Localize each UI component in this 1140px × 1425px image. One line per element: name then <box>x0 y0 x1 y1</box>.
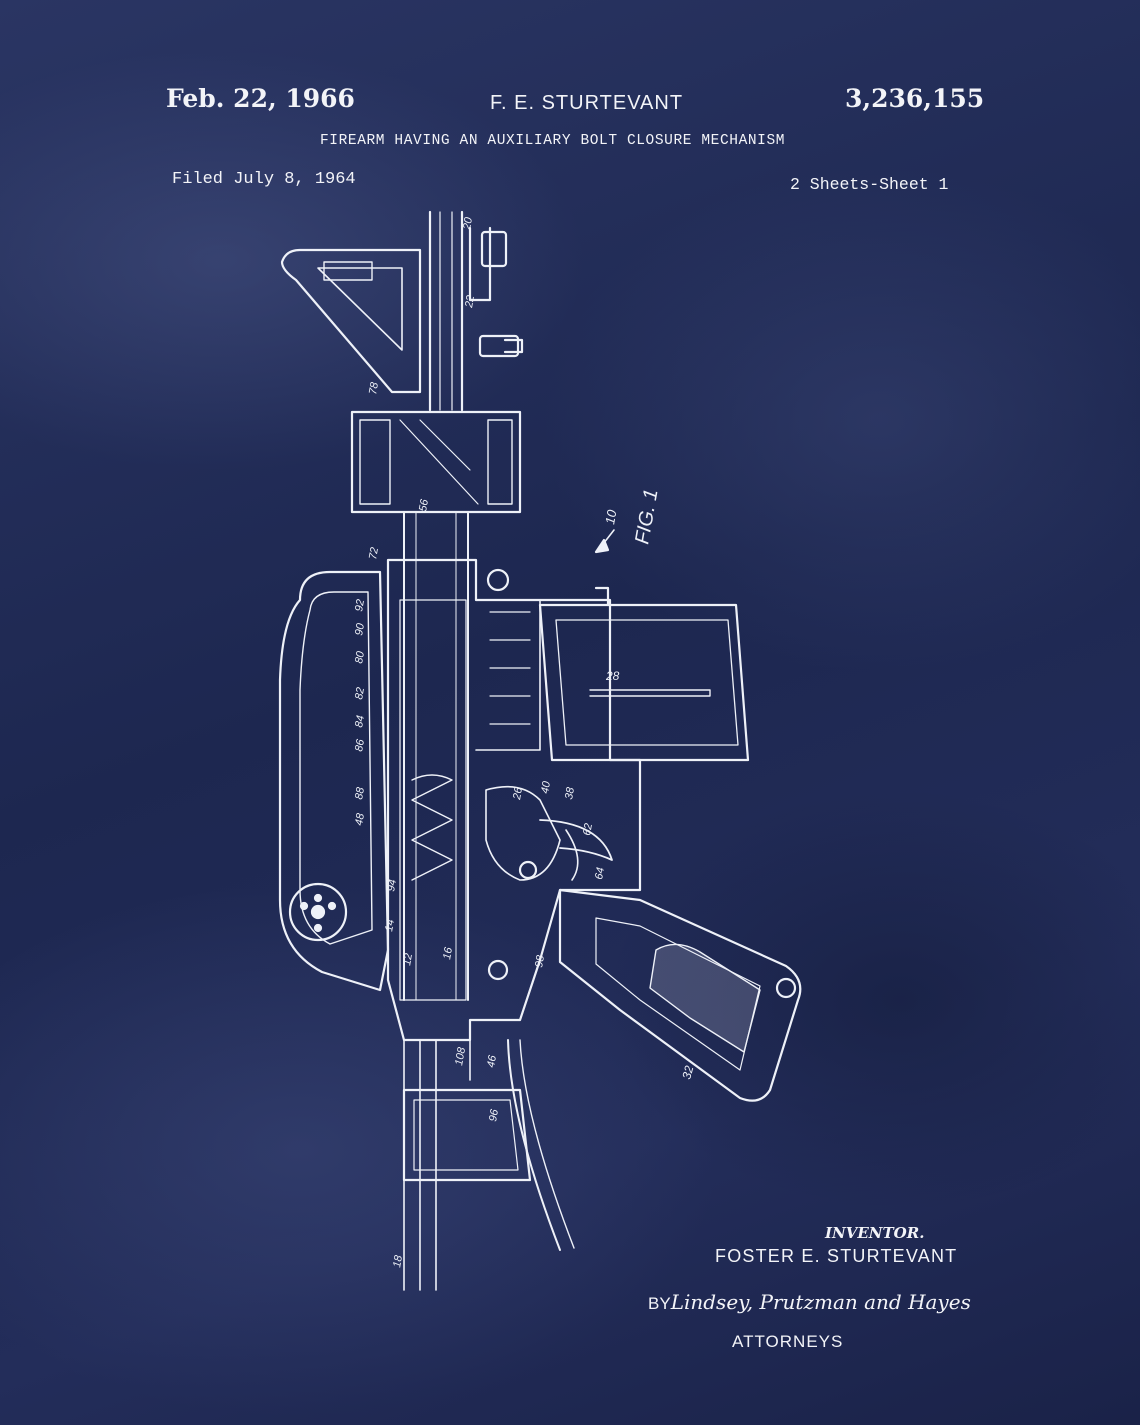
attorney-signature-line: BYLindsey, Prutzman and Hayes <box>648 1290 971 1314</box>
trigger-group <box>485 785 613 881</box>
reference-numeral: 78 <box>367 381 381 396</box>
assembly-ref: 10 <box>602 508 619 526</box>
reference-numeral: 92 <box>353 598 367 612</box>
reference-numeral: 64 <box>593 866 607 880</box>
reference-numeral: 84 <box>353 714 367 728</box>
reference-numeral: 38 <box>563 786 577 801</box>
buffer-tube <box>402 1039 575 1291</box>
reference-numeral: 20 <box>461 216 475 232</box>
reference-numeral: 14 <box>383 918 397 932</box>
reference-numeral: 26 <box>511 786 525 802</box>
figure-label: FIG. 1 <box>631 487 662 546</box>
reference-numeral: 108 <box>453 1045 468 1066</box>
grip-ref: 32 <box>679 1064 696 1081</box>
reference-numeral: 80 <box>353 650 367 665</box>
reference-numeral: 40 <box>539 780 553 795</box>
patent-date: Feb. 22, 1966 <box>166 84 355 113</box>
receiver <box>386 558 642 1042</box>
reference-numeral: 94 <box>385 878 399 892</box>
reference-numeral: 96 <box>487 1108 501 1123</box>
pistol-grip <box>558 888 802 1102</box>
stock-loop <box>278 570 390 992</box>
inventor-label: INVENTOR. <box>825 1224 925 1242</box>
reference-numeral: 72 <box>367 546 381 560</box>
patent-title: FIREARM HAVING AN AUXILIARY BOLT CLOSURE… <box>320 133 786 149</box>
barrel-assembly <box>428 210 524 412</box>
by-prefix: BY <box>648 1294 671 1313</box>
reference-numeral: 56 <box>417 498 431 513</box>
reference-numeral: 90 <box>353 622 367 637</box>
reference-numeral: 88 <box>353 786 367 801</box>
reference-numeral: 46 <box>485 1054 499 1069</box>
reference-numeral: 62 <box>581 822 595 836</box>
reference-numerals: 20 22 78 56 72 92 90 80 82 84 86 88 48 94 14 12 16 18 26 40… <box>353 216 607 1269</box>
inventor-heading: F. E. STURTEVANT <box>490 92 684 114</box>
reference-numeral: 48 <box>353 812 367 827</box>
reference-numeral: 82 <box>353 686 367 700</box>
reference-numeral: 22 <box>463 294 477 309</box>
attorney-firm-signature: Lindsey, Prutzman and Hayes <box>670 1290 971 1314</box>
reference-numeral: 98 <box>533 954 547 969</box>
reference-numeral: 18 <box>391 1254 405 1269</box>
inventor-full-name: FOSTER E. STURTEVANT <box>715 1246 958 1266</box>
reference-numeral: 12 <box>401 952 415 966</box>
sheet-count: 2 Sheets-Sheet 1 <box>790 175 949 194</box>
filed-date: Filed July 8, 1964 <box>172 170 356 189</box>
front-sight <box>280 248 422 394</box>
magazine <box>538 586 750 762</box>
reference-numeral: 16 <box>441 946 455 961</box>
reference-numeral: 86 <box>353 738 367 753</box>
handguard <box>350 410 522 1001</box>
patent-number: 3,236,155 <box>845 84 985 113</box>
magazine-ref: 28 <box>605 669 620 683</box>
attorneys-label: ATTORNEYS <box>732 1332 844 1351</box>
